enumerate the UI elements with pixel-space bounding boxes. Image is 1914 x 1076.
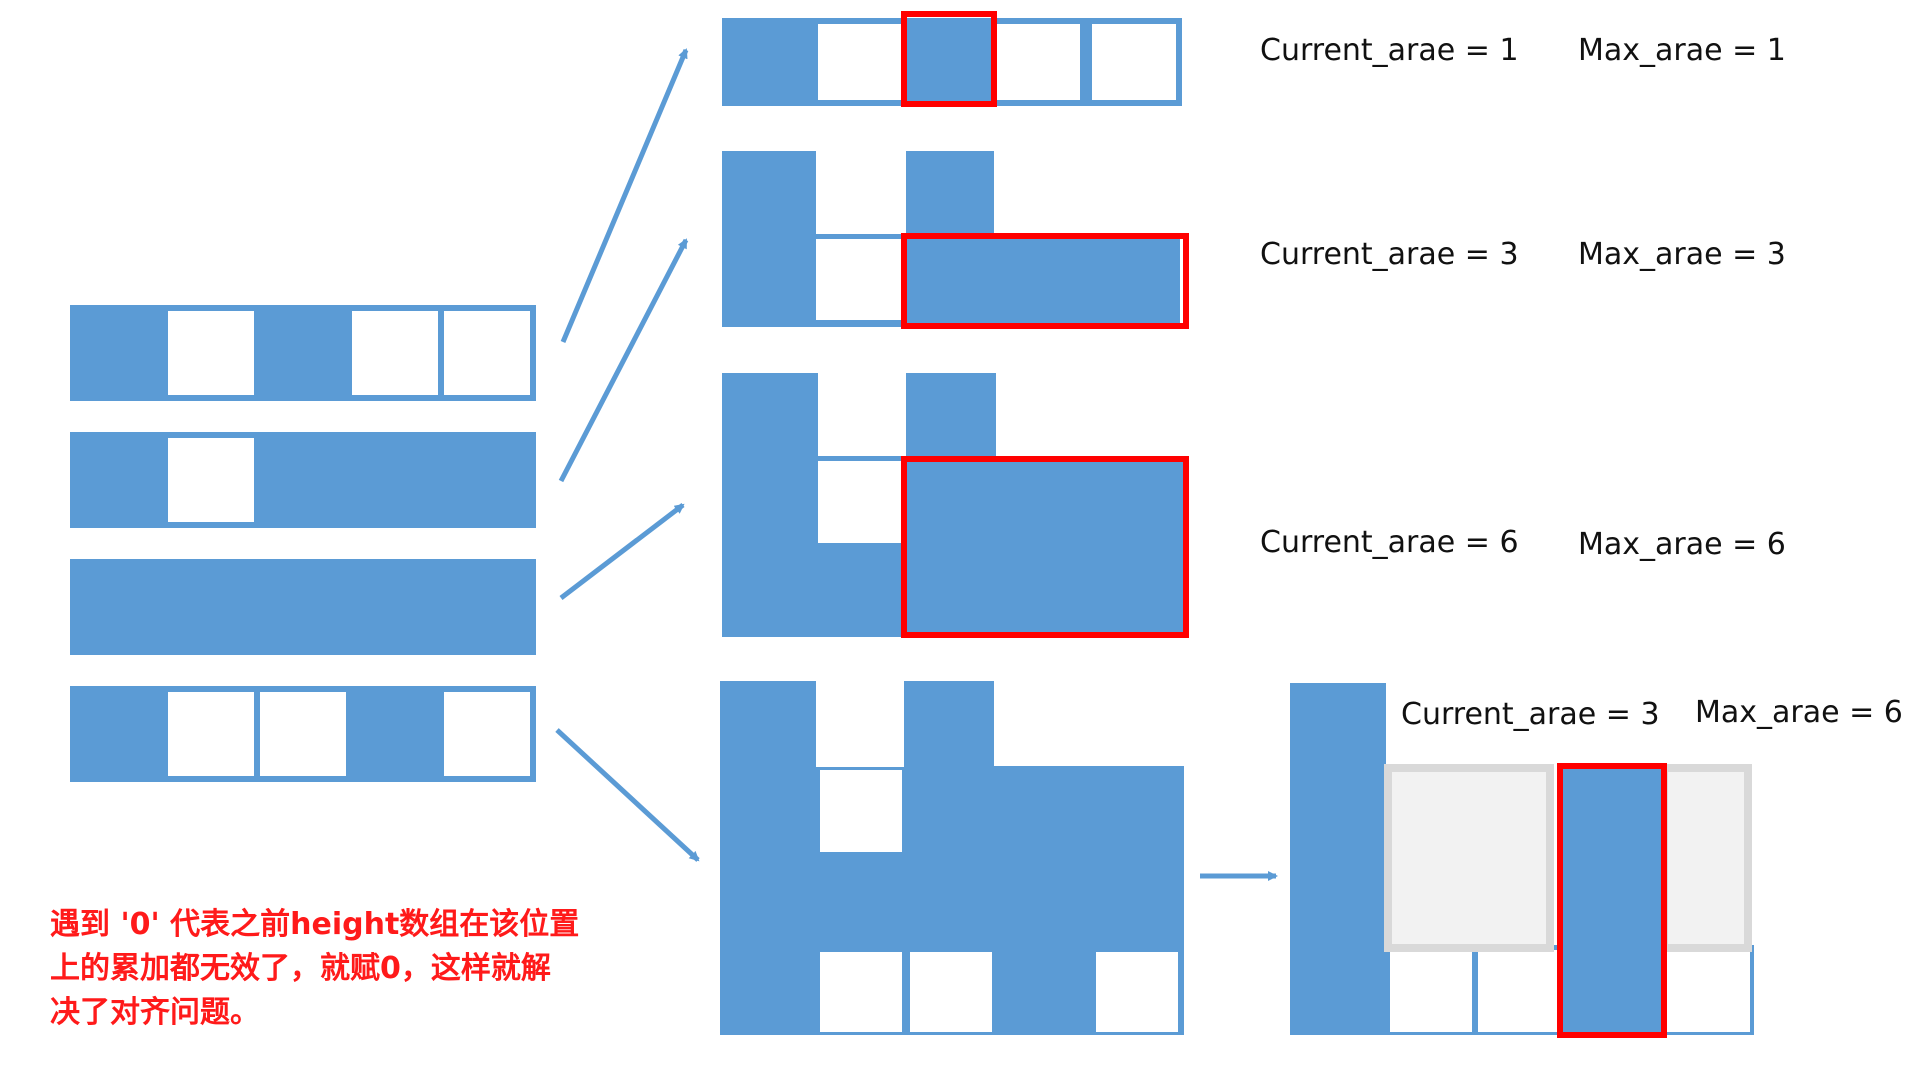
max-area-label: Max_arae = 6 [1578,527,1786,562]
arrow-icon [560,48,689,343]
matrix-cell-one [346,432,444,528]
histogram-background [816,681,904,767]
invalidated-region [1660,764,1752,952]
empty-cell [1092,24,1176,100]
matrix-cell-one [254,559,352,655]
current-area-label: Current_arae = 1 [1260,33,1519,68]
histogram-bar [818,543,906,637]
note-line: 决了对齐问题。 [50,995,260,1030]
arrow-icon [559,503,685,600]
histogram-row4-detail [1290,683,1754,1038]
empty-cell [996,24,1080,100]
empty-cell [1096,952,1178,1032]
histogram-bar [1290,683,1386,1035]
matrix-cell-one [70,432,168,528]
empty-cell [820,770,902,852]
max-area-label: Max_arae = 1 [1578,33,1786,68]
arrows [555,48,1278,881]
histogram-bar [1560,766,1664,1035]
empty-cell [1390,950,1472,1032]
histogram-row2 [722,151,1189,329]
max-rect-highlight [901,233,1189,329]
matrix-cell-one [438,559,536,655]
current-area-label: Current_arae = 3 [1401,697,1660,732]
matrix-cell-zero [162,305,260,401]
histogram-row4 [720,681,1184,1035]
matrix-cell-one [346,559,444,655]
histogram-row1 [722,11,1182,107]
histogram-bar [816,234,906,239]
matrix-cell-one [438,432,536,528]
histogram-bar [994,239,1180,327]
matrix-cell-zero [162,686,260,782]
histogram-bar [906,373,996,637]
arrow-icon [558,238,689,483]
note-line: 上的累加都无效了，就赋0，这样就解 [50,951,551,986]
matrix-cell-one [254,432,352,528]
histogram-bar [720,681,816,1035]
histogram-bar [818,456,906,461]
matrix-cell-one [346,686,444,782]
invalidated-region [1384,764,1554,952]
matrix-cell-zero [438,686,536,782]
empty-cell [1662,950,1750,1032]
histogram-bar [722,151,816,327]
max-area-label: Max_arae = 3 [1578,237,1786,272]
matrix-cell-one [70,559,168,655]
empty-cell [1478,950,1560,1032]
empty-cell [818,24,902,100]
max-rect-highlight [901,11,997,107]
note-line: 遇到 '0' 代表之前height数组在该位置 [50,907,579,942]
histogram-row3 [722,373,1189,638]
current-area-label: Current_arae = 3 [1260,237,1519,272]
max-area-label: Max_arae = 6 [1695,695,1903,730]
histogram-bar [722,373,818,637]
matrix-cell-one [70,686,168,782]
empty-cell [910,952,992,1032]
matrix-cell-one [70,305,168,401]
matrix-cell-one [162,559,260,655]
matrix-cell-one [254,305,352,401]
max-rect-highlight [1557,763,1667,1038]
matrix-cell-zero [162,432,260,528]
histogram-bar [996,460,1186,637]
arrow-icon [555,728,700,862]
matrix-cell-zero [438,305,536,401]
current-area-label: Current_arae = 6 [1260,525,1519,560]
empty-cell [820,952,902,1032]
histogram-bar [816,320,906,327]
matrix-cell-zero [346,305,444,401]
matrix-cell-zero [254,686,352,782]
max-rect-highlight [901,456,1189,638]
binary-matrix [70,305,536,782]
